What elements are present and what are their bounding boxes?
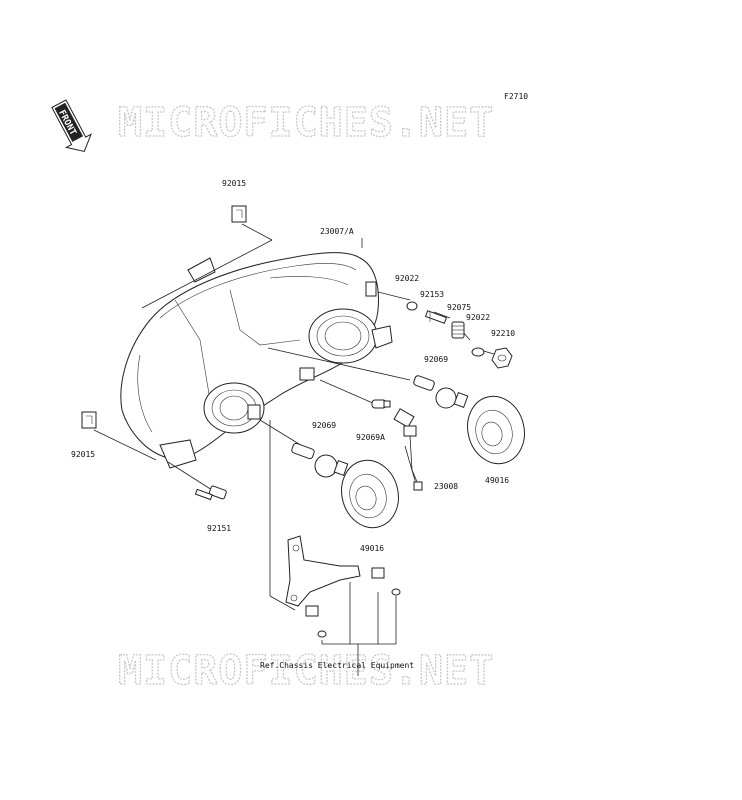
label-49016-right: 49016 (485, 476, 509, 485)
label-92151: 92151 (207, 524, 231, 533)
dust-cover-49016-left (341, 459, 399, 529)
screw-92153 (424, 310, 448, 324)
socket-23008 (393, 408, 423, 491)
label-92022-a: 92022 (395, 274, 419, 283)
label-92069-left: 92069 (312, 421, 336, 430)
figure-code: F2710 (504, 92, 528, 101)
label-92069-right: 92069 (424, 355, 448, 364)
label-92022-b: 92022 (466, 313, 490, 322)
dust-cover-49016-right (467, 395, 525, 465)
bulb-92069A (371, 399, 391, 409)
nut-92210 (491, 347, 513, 369)
headlight-housing (120, 252, 393, 469)
label-92210: 92210 (491, 329, 515, 338)
clip-92015-left (81, 411, 97, 429)
label-92015-left: 92015 (71, 450, 95, 459)
label-23008: 23008 (434, 482, 458, 491)
bulb-92069-right (413, 375, 469, 409)
label-23007A: 23007/A (320, 227, 354, 236)
bolt-92151 (194, 485, 227, 501)
front-arrow-icon: FRONT (51, 99, 92, 153)
label-49016-left: 49016 (360, 544, 384, 553)
label-92075: 92075 (447, 303, 471, 312)
washer-92022-a (406, 301, 418, 311)
clip-92015-top (231, 205, 247, 223)
washer-92022-b (471, 347, 485, 357)
watermark-top: MICROFICHES.NET (118, 100, 494, 146)
watermark-bottom: MICROFICHES.NET (118, 648, 494, 694)
label-92153: 92153 (420, 290, 444, 299)
label-92015-top: 92015 (222, 179, 246, 188)
reference-note: Ref.Chassis Electrical Equipment (260, 661, 414, 670)
bulb-92069-left (291, 442, 349, 478)
spring-92075 (451, 321, 465, 339)
label-92069A: 92069A (356, 433, 385, 442)
leader-lines (93, 223, 495, 676)
bracket-chassis (285, 535, 401, 638)
